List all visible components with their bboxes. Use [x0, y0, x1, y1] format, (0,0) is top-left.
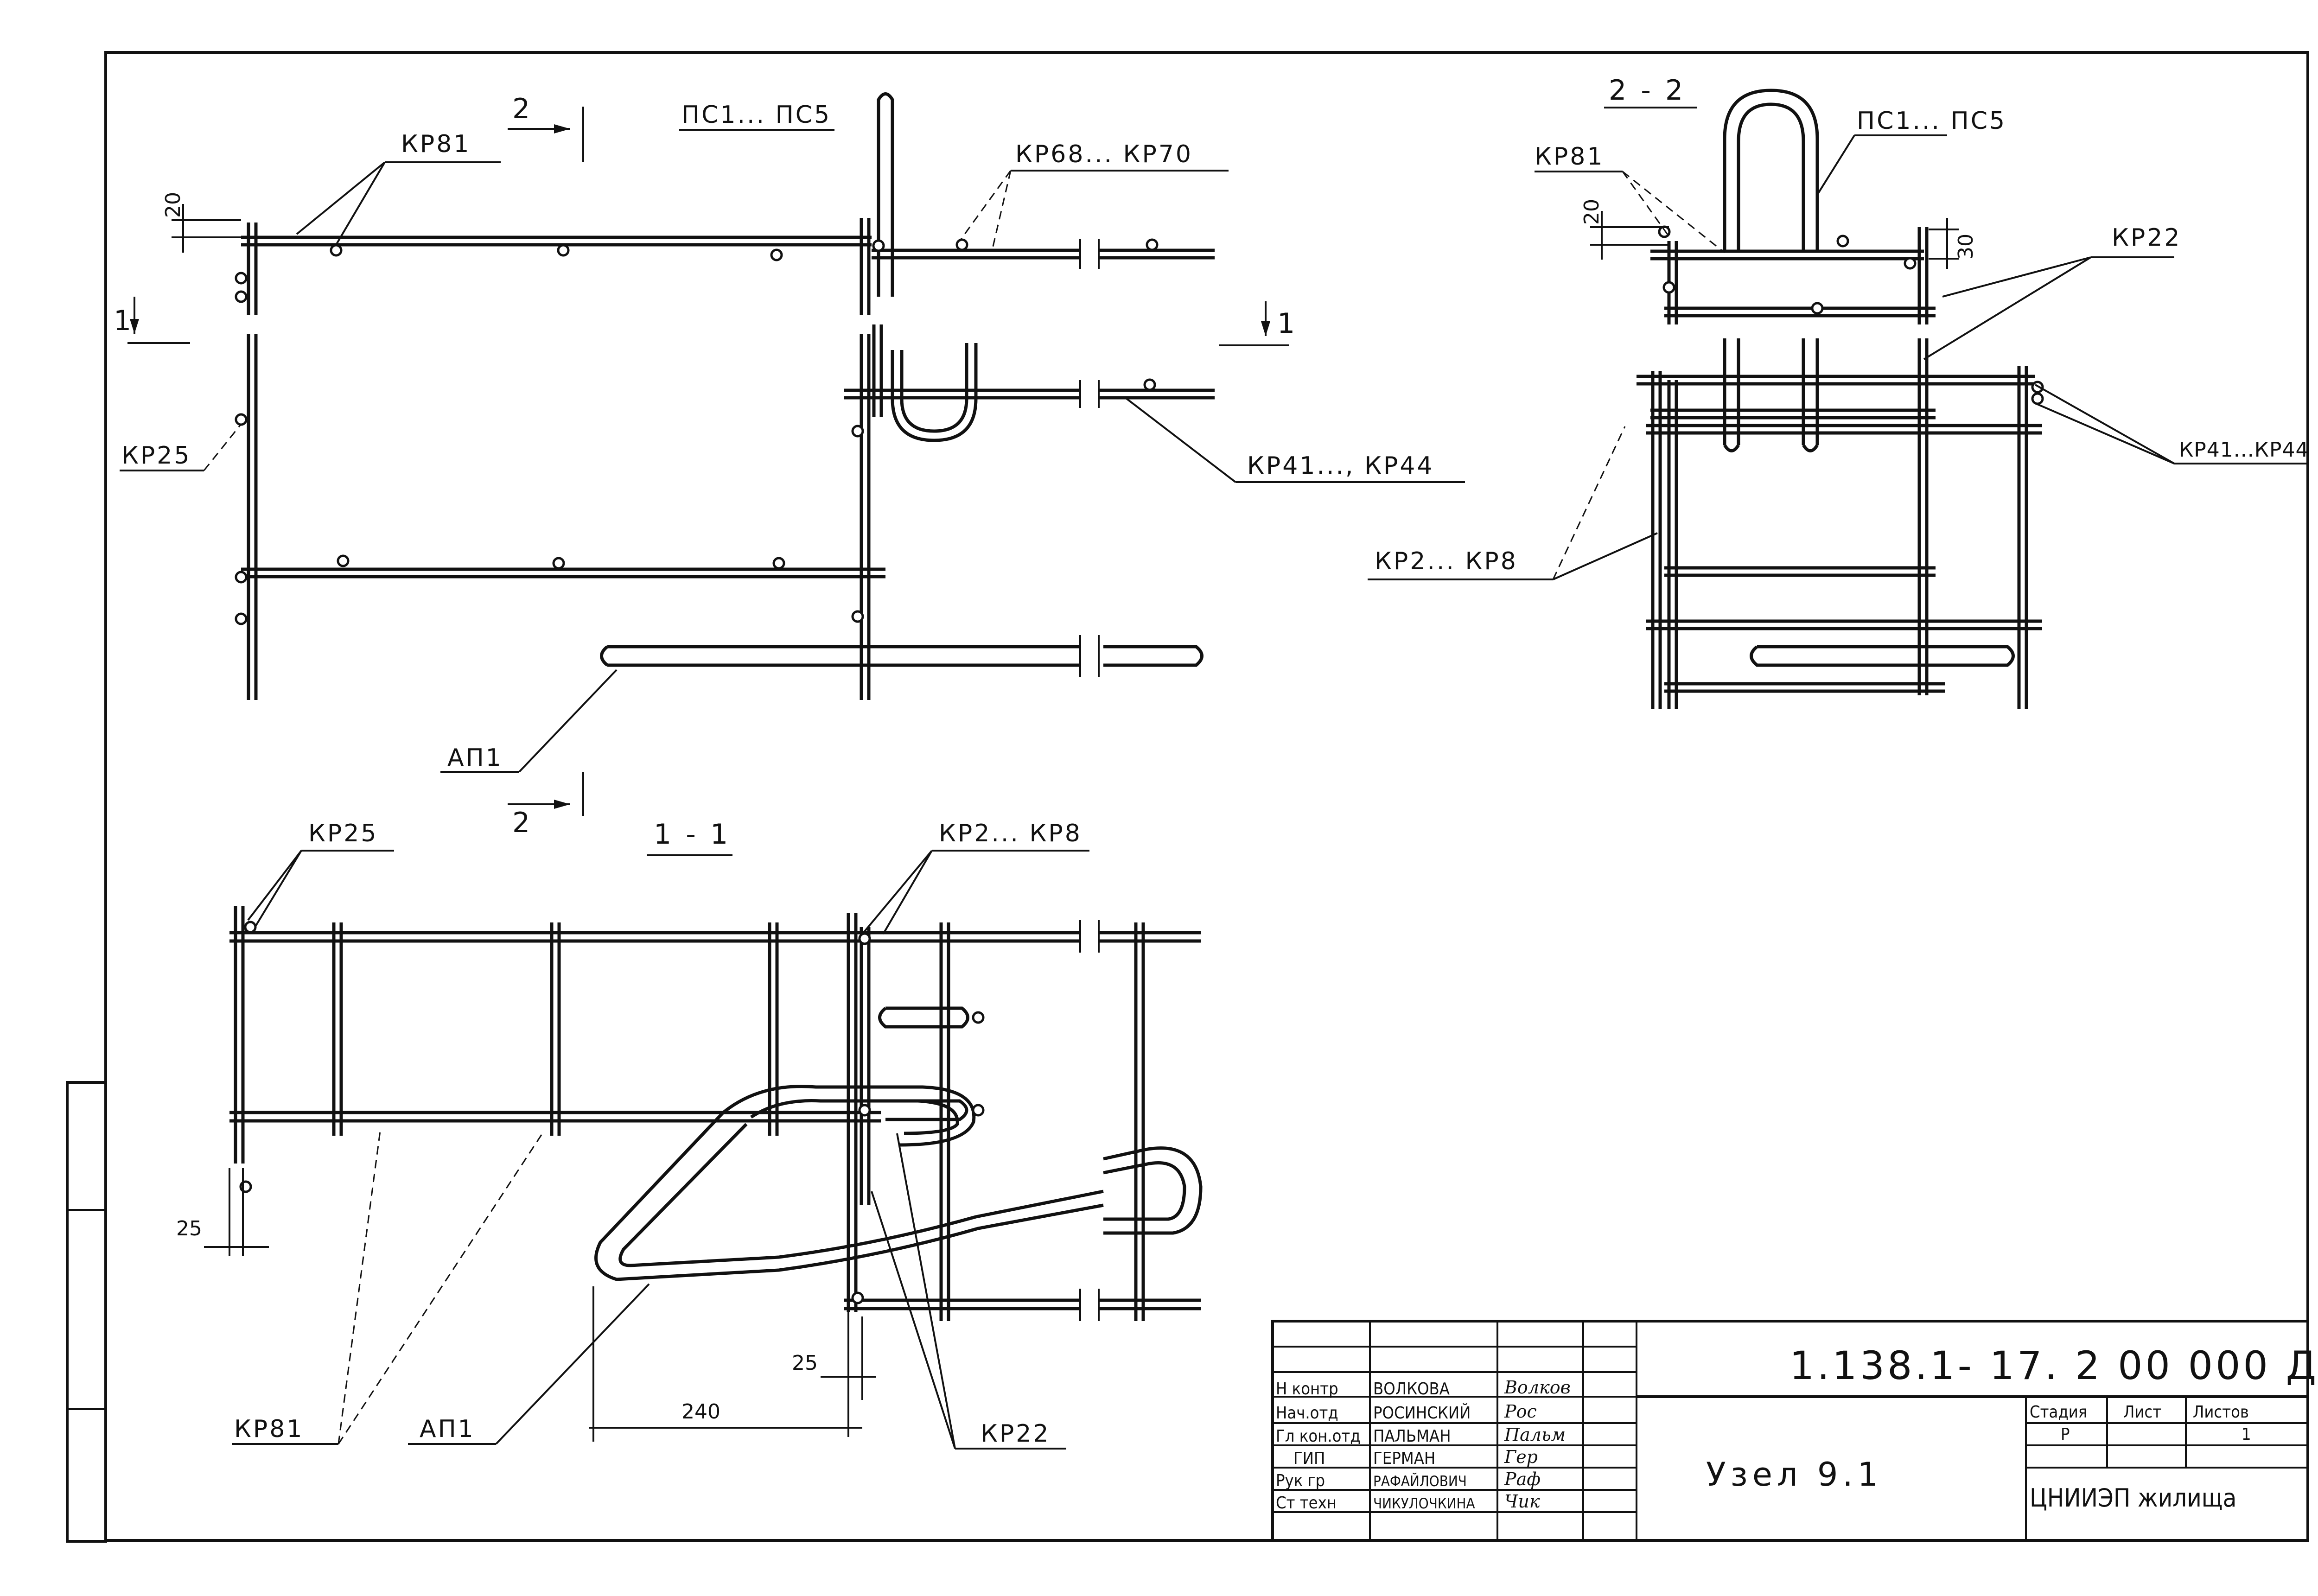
tb-stage-header: Стадия: [2030, 1403, 2087, 1422]
section-2-bottom-label: 2: [512, 807, 533, 839]
label-kr25-bottom: КР25: [308, 820, 378, 847]
section-1-1-view: 1 - 1: [176, 818, 1203, 1450]
tb-name-6: ЧИКУЛОЧКИНА: [1373, 1495, 1475, 1512]
tb-sheet-header: Лист: [2123, 1403, 2161, 1422]
tb-document-code: 1.138.1- 17. 2 00 000 Д30: [1789, 1343, 2318, 1388]
plan-view: 2 2 1 1 20 КР81 ПС1... ПС5: [114, 92, 1465, 839]
tb-role-5: Рук гр: [1276, 1471, 1325, 1490]
label-kr68-kr70: КР68... КР70: [1015, 140, 1193, 168]
label-kr81-right: КР81: [1535, 143, 1604, 171]
label-kr22-right: КР22: [2112, 224, 2181, 252]
tb-name-5: РАФАЙЛОВИЧ: [1373, 1473, 1467, 1490]
tb-name-4: ГЕРМАН: [1373, 1449, 1435, 1468]
tb-signature-1: Волков: [1504, 1377, 1571, 1398]
section-1-left-label: 1: [114, 305, 134, 337]
dim-20-top: 20: [161, 192, 185, 218]
label-kr81-bottom: КР81: [234, 1415, 304, 1443]
tb-sheets-value: 1: [2242, 1425, 2251, 1444]
dim-25-left: 25: [176, 1217, 202, 1240]
tb-role-3: Гл кон.отд: [1276, 1427, 1361, 1446]
title-block: Н контр Нач.отд Гл кон.отд ГИП Рук гр Ст…: [1271, 1320, 2318, 1542]
label-ps1-ps5-right: ПС1... ПС5: [1857, 107, 2006, 135]
tb-signature-4: Гер: [1504, 1447, 1538, 1467]
tb-sheets-header: Листов: [2193, 1403, 2249, 1422]
label-kr22-bottom: КР22: [981, 1420, 1050, 1448]
tb-organization: ЦНИИЭП жилища: [2030, 1483, 2236, 1513]
tb-stage-value: Р: [2061, 1425, 2070, 1444]
section-1-right-label: 1: [1277, 307, 1298, 340]
tb-name-3: ПАЛЬМАН: [1373, 1427, 1451, 1446]
label-kr81-top: КР81: [401, 130, 471, 158]
label-kr41-kr44-right: КР41...КР44: [2179, 438, 2309, 462]
section-2-2-title: 2 - 2: [1609, 74, 1686, 107]
dim-240: 240: [681, 1400, 720, 1424]
label-kr41-kr44-top: КР41..., КР44: [1247, 452, 1434, 480]
dim-30-right: 30: [1954, 234, 1978, 260]
tb-name-1: ВОЛКОВА: [1373, 1380, 1450, 1399]
section-2-2-view: 2 - 2: [1368, 74, 2309, 709]
section-1-1-title: 1 - 1: [654, 818, 731, 851]
label-kr2-kr8-right: КР2... КР8: [1375, 547, 1518, 575]
tb-signature-3: Пальм: [1504, 1424, 1566, 1445]
label-ap1-bottom: АП1: [420, 1415, 475, 1443]
tb-role-6: Ст техн: [1276, 1494, 1337, 1513]
sheet-frame: [66, 51, 2309, 1543]
dim-20-right: 20: [1580, 199, 1604, 225]
label-kr2-kr8-bottom: КР2... КР8: [939, 820, 1082, 847]
section-2-top-label: 2: [512, 93, 533, 125]
tb-signature-5: Раф: [1504, 1469, 1541, 1489]
label-ap1-top: АП1: [447, 744, 503, 772]
tb-role-1: Н контр: [1276, 1380, 1338, 1399]
label-ps1-ps5-top: ПС1... ПС5: [681, 101, 831, 129]
tb-role-4: ГИП: [1293, 1449, 1325, 1468]
label-kr25-top: КР25: [121, 442, 191, 470]
tb-role-2: Нач.отд: [1276, 1404, 1338, 1423]
tb-signature-2: Рос: [1504, 1401, 1537, 1422]
tb-sheet-name: Узел 9.1: [1706, 1456, 1883, 1494]
tb-signature-6: Чик: [1504, 1491, 1540, 1512]
tb-name-2: РОСИНСКИЙ: [1373, 1403, 1471, 1423]
dim-25-mid: 25: [792, 1351, 818, 1375]
